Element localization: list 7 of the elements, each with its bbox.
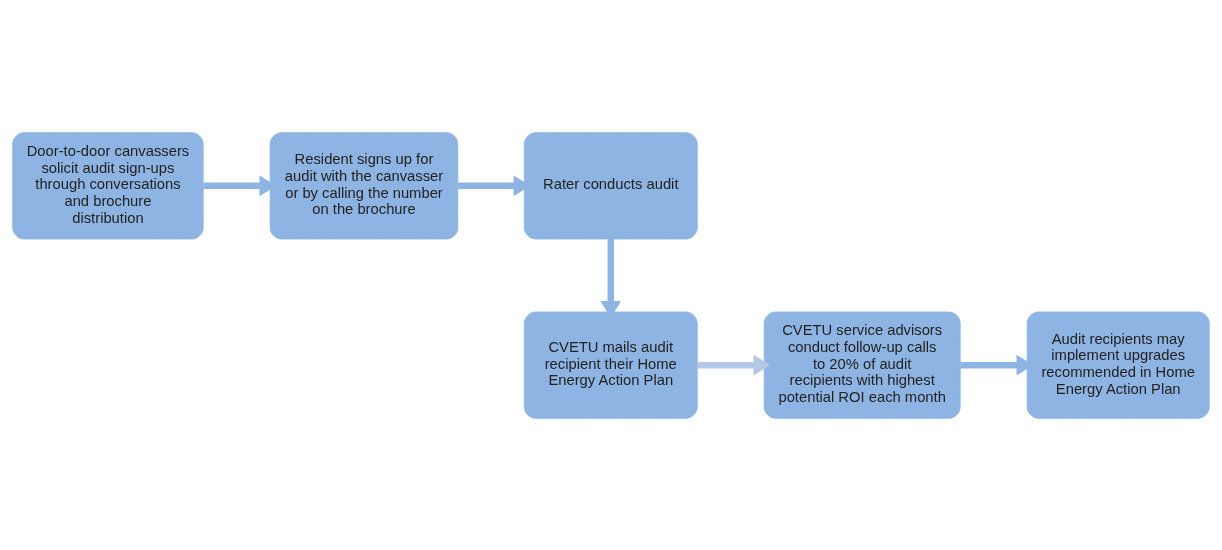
node-box: CVETU mails audit recipient their Home Energy Action Plan	[523, 311, 698, 419]
node-box: Rater conducts audit	[523, 131, 698, 239]
node-box: Resident signs up for audit with the canvasser or by calling the number on the brochure	[269, 131, 459, 239]
node-box: Door-to-door canvassers solicit audit sign-ups through conversations and brochure distribution	[12, 131, 204, 239]
arrow	[697, 354, 771, 375]
node-box: CVETU service advisors conduct follow-up calls to 20% of audit recipients with highest potential ROI each month	[763, 311, 961, 419]
node-box: Audit recipients may implement upgrades recommended in Home Energy Action Plan	[1026, 311, 1210, 419]
